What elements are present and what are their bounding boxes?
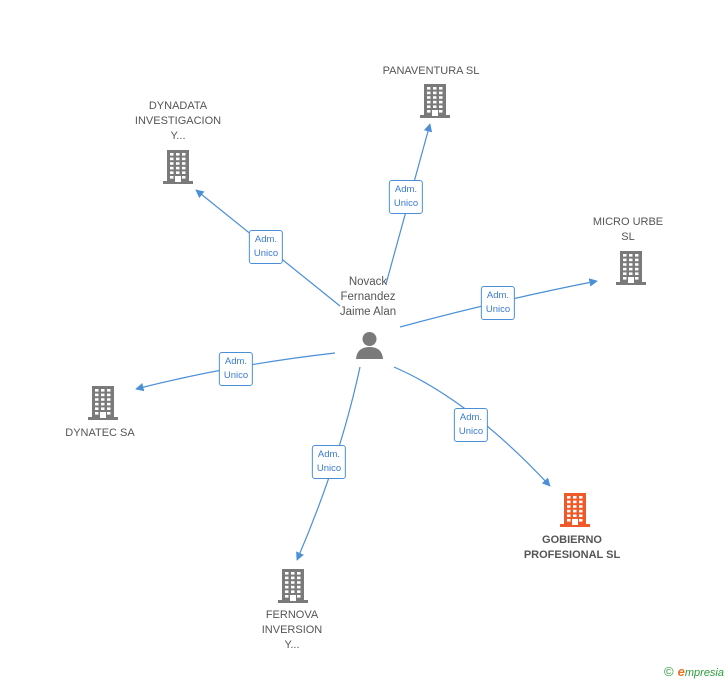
company-name-fernova[interactable]: FERNOVA INVERSION Y... — [261, 609, 323, 651]
copyright-symbol: © — [664, 664, 674, 679]
person-icon[interactable] — [355, 331, 384, 359]
relation-badge-fernova[interactable]: Adm. Unico — [311, 445, 347, 479]
relation-badge-gobierno[interactable]: Adm. Unico — [453, 408, 489, 442]
relation-badge-microurbe[interactable]: Adm. Unico — [480, 286, 516, 320]
company-name-panaventura[interactable]: PANAVENTURA SL — [382, 65, 480, 77]
building-icon[interactable] — [615, 251, 647, 285]
building-icon[interactable] — [277, 569, 309, 603]
relation-badge-panaventura[interactable]: Adm. Unico — [388, 180, 424, 214]
company-name-microurbe[interactable]: MICRO URBE SL — [592, 216, 664, 243]
person-name[interactable]: Novack Fernandez Jaime Alan — [339, 276, 397, 318]
building-icon[interactable] — [162, 150, 194, 184]
company-name-gobierno[interactable]: GOBIERNO PROFESIONAL SL — [523, 534, 621, 561]
brand-name: mpresia — [684, 667, 724, 679]
relation-badge-dynadata[interactable]: Adm. Unico — [248, 230, 284, 264]
brand-initial: e — [677, 664, 685, 679]
building-icon[interactable] — [87, 386, 119, 420]
building-icon[interactable] — [419, 84, 451, 118]
footer-brand[interactable]: ©empresia — [664, 664, 724, 679]
company-name-dynatec[interactable]: DYNATEC SA — [65, 427, 135, 439]
building-icon[interactable] — [559, 493, 591, 527]
relation-badge-dynatec[interactable]: Adm. Unico — [218, 352, 254, 386]
company-name-dynadata[interactable]: DYNADATA INVESTIGACION Y... — [134, 100, 222, 142]
